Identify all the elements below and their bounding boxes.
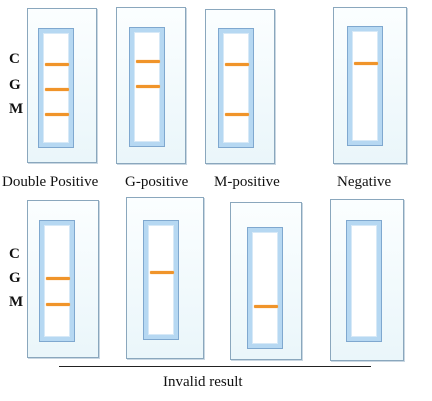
- label-c-top: C: [9, 51, 20, 67]
- control-line: [225, 63, 249, 66]
- caption-g-positive: G-positive: [125, 174, 189, 190]
- result-window: [247, 227, 283, 349]
- igg-line: [45, 88, 69, 91]
- label-m-top: M: [9, 101, 24, 117]
- test-strip-g-positive: [116, 7, 186, 164]
- igm-line: [225, 113, 249, 116]
- caption-m-positive: M-positive: [214, 174, 280, 190]
- igg-line: [150, 271, 174, 274]
- test-strip-invalid-3: [230, 202, 302, 360]
- caption-negative: Negative: [337, 174, 392, 190]
- result-window: [129, 27, 165, 147]
- test-strip-invalid-4: [330, 199, 404, 361]
- control-line: [354, 62, 378, 65]
- result-window: [346, 220, 382, 342]
- result-window: [143, 220, 179, 340]
- label-m-bottom: M: [9, 294, 24, 310]
- igg-line: [136, 85, 160, 88]
- result-window: [218, 28, 254, 148]
- test-strip-double-positive: [27, 8, 97, 163]
- caption-invalid-result: Invalid result: [163, 374, 243, 390]
- test-strip-negative: [333, 7, 407, 164]
- label-c-bottom: C: [9, 246, 20, 262]
- test-strip-m-positive: [205, 9, 275, 164]
- test-strip-invalid-1: [27, 200, 99, 358]
- test-strip-invalid-2: [126, 197, 204, 359]
- control-line: [45, 63, 69, 66]
- igm-line: [254, 305, 278, 308]
- igg-line: [46, 277, 70, 280]
- result-window: [38, 28, 74, 148]
- result-window: [39, 220, 75, 342]
- igm-line: [46, 303, 70, 306]
- label-g-bottom: G: [9, 270, 21, 286]
- control-line: [136, 60, 160, 63]
- igm-line: [45, 113, 69, 116]
- caption-double-positive: Double Positive: [2, 174, 99, 190]
- label-g-top: G: [9, 77, 21, 93]
- invalid-bracket-line: [59, 366, 371, 367]
- result-window: [347, 26, 383, 146]
